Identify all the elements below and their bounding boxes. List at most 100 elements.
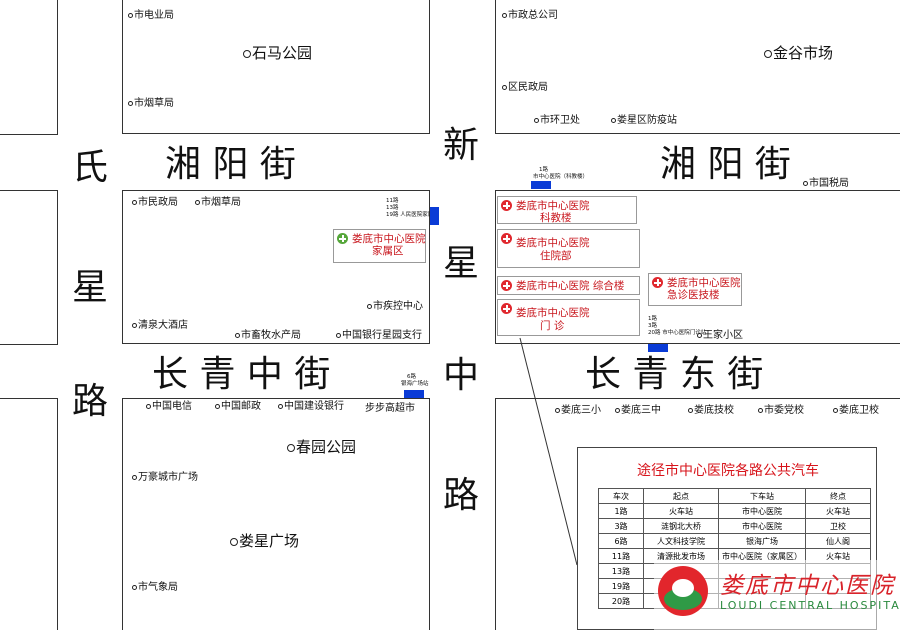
place-shiyancaoju: 市烟草局 xyxy=(128,98,174,110)
table-cell: 涟钢北大桥 xyxy=(643,518,719,534)
block-s1 xyxy=(122,398,430,630)
hospital-jiashuqu[interactable]: 娄底市中心医院 家属区 xyxy=(333,229,426,263)
place-wanhao: 万豪城市广场 xyxy=(132,472,198,484)
hospital-logo-name: 娄底市中心医院 xyxy=(720,573,895,599)
table-cell: 3路 xyxy=(598,518,644,534)
place-wangjiaxiaoqu: 王家小区 xyxy=(697,330,743,342)
poi-dot-icon xyxy=(688,407,693,413)
road-xiangyang-east: 湘 阳 街 xyxy=(660,144,791,185)
hospital-logo-icon xyxy=(658,566,708,616)
road-changqing-zhong: 长 青 中 街 xyxy=(152,354,331,395)
place-shiyancaoju-2: 市烟草局 xyxy=(195,197,241,209)
bus-stop-label-4: 1路 3路 20路 市中心医院门诊站 xyxy=(648,316,707,336)
road-xinxing-1: 新 xyxy=(443,125,480,166)
block-c1 xyxy=(122,190,430,344)
table-cell: 19路 xyxy=(598,578,644,594)
poi-dot-icon xyxy=(215,403,220,409)
poi-dot-icon xyxy=(278,403,283,409)
place-chunyuangongyuan: 春园公园 xyxy=(287,438,356,456)
table-cell: 银海广场 xyxy=(718,533,806,549)
table-cell: 市中心医院 xyxy=(718,503,806,519)
poi-dot-icon xyxy=(128,12,133,18)
table-header-cell: 下车站 xyxy=(718,488,806,504)
table-cell: 1路 xyxy=(598,503,644,519)
hospital-menzhen[interactable]: 娄底市中心医院 门 诊 xyxy=(497,299,640,336)
place-sanxiao: 娄底三小 xyxy=(555,405,601,417)
place-shixumushuichanju: 市畜牧水产局 xyxy=(235,330,301,342)
block-w-mid xyxy=(0,190,58,345)
place-qingquandajiudian: 清泉大酒店 xyxy=(132,320,188,332)
hospital-cross-icon xyxy=(501,233,512,244)
place-shiqixiangju: 市气象局 xyxy=(132,582,178,594)
hospital-cross-icon xyxy=(337,233,348,244)
table-cell: 人文科技学院 xyxy=(643,533,719,549)
table-cell: 火车站 xyxy=(805,503,871,519)
poi-dot-icon xyxy=(128,100,133,106)
hospital-zonghelou[interactable]: 娄底市中心医院 综合楼 xyxy=(497,276,640,295)
poi-dot-icon xyxy=(502,84,507,90)
table-cell: 仙人阁 xyxy=(805,533,871,549)
poi-dot-icon xyxy=(132,199,137,205)
place-louxingqufangyizhan: 娄星区防疫站 xyxy=(611,115,677,127)
block-n2 xyxy=(495,0,900,134)
hospital-zhuyuanbu[interactable]: 娄底市中心医院 住院部 xyxy=(497,229,640,268)
place-shihuanweichu: 市环卫处 xyxy=(534,115,580,127)
poi-dot-icon xyxy=(146,403,151,409)
table-cell: 13路 xyxy=(598,563,644,579)
poi-dot-icon xyxy=(502,12,507,18)
poi-dot-icon xyxy=(803,180,808,186)
poi-dot-icon xyxy=(758,407,763,413)
hospital-logo: 娄底市中心医院 LOUDI CENTRAL HOSPITAL xyxy=(654,560,900,630)
poi-dot-icon xyxy=(611,117,616,123)
table-row: 1路火车站市中心医院火车站 xyxy=(598,503,871,519)
place-jixiao: 娄底技校 xyxy=(688,405,734,417)
poi-dot-icon xyxy=(287,443,295,452)
hospital-cross-icon xyxy=(501,303,512,314)
bus-stop-2[interactable] xyxy=(531,181,551,189)
table-cell: 11路 xyxy=(598,548,644,564)
bus-stop-1[interactable] xyxy=(430,207,439,225)
table-cell: 卫校 xyxy=(805,518,871,534)
place-shiweidangxiao: 市委党校 xyxy=(758,405,804,417)
table-cell: 6路 xyxy=(598,533,644,549)
hospital-jizhenyijilou[interactable]: 娄底市中心医院 急诊医技楼 xyxy=(648,273,742,306)
place-weixiao: 娄底卫校 xyxy=(833,405,879,417)
bus-stop-3[interactable] xyxy=(404,390,424,398)
table-cell: 市中心医院 xyxy=(718,518,806,534)
road-changqing-dong: 长 青 东 街 xyxy=(585,354,764,395)
poi-dot-icon xyxy=(555,407,560,413)
table-row: 6路人文科技学院银海广场仙人阁 xyxy=(598,533,871,549)
place-shidianyeju: 市电业局 xyxy=(128,10,174,22)
table-header-cell: 起点 xyxy=(643,488,719,504)
poi-dot-icon xyxy=(230,537,238,546)
hospital-kejiaolou[interactable]: 娄底市中心医院 科教楼 xyxy=(497,196,637,224)
place-zhongguodianxin: 中国电信 xyxy=(146,401,192,413)
poi-dot-icon xyxy=(243,49,251,58)
road-shixing-2: 星 xyxy=(72,267,109,308)
table-row: 3路涟钢北大桥市中心医院卫校 xyxy=(598,518,871,534)
place-zhongguojianshe: 中国建设银行 xyxy=(278,401,344,413)
block-n1 xyxy=(122,0,430,134)
poi-dot-icon xyxy=(764,49,772,58)
road-shixing-3: 路 xyxy=(72,381,109,422)
road-shixing-1: 氏 xyxy=(72,147,109,188)
road-xinxing-2: 星 xyxy=(443,243,480,284)
poi-dot-icon xyxy=(833,407,838,413)
hospital-cross-icon xyxy=(652,277,663,288)
poi-dot-icon xyxy=(132,474,137,480)
bus-stop-4[interactable] xyxy=(648,344,668,352)
poi-dot-icon xyxy=(367,303,372,309)
block-nw xyxy=(0,0,58,135)
poi-dot-icon xyxy=(615,407,620,413)
place-shijikongzhongxin: 市疾控中心 xyxy=(367,301,423,313)
poi-dot-icon xyxy=(132,322,137,328)
place-zhongguoyinhang: 中国银行星园支行 xyxy=(336,330,422,342)
place-jinguishichang: 金谷市场 xyxy=(764,44,833,62)
bus-legend-title: 途径市中心医院各路公共汽车 xyxy=(637,463,819,479)
bus-stop-label-1: 11路 13路 19路 人民医院家属区 xyxy=(386,198,439,218)
hospital-cross-icon xyxy=(501,200,512,211)
poi-dot-icon xyxy=(534,117,539,123)
road-xinxing-3: 中 xyxy=(443,355,480,396)
bus-stop-label-2: 1路 市中心医院（科教楼） xyxy=(533,167,589,180)
